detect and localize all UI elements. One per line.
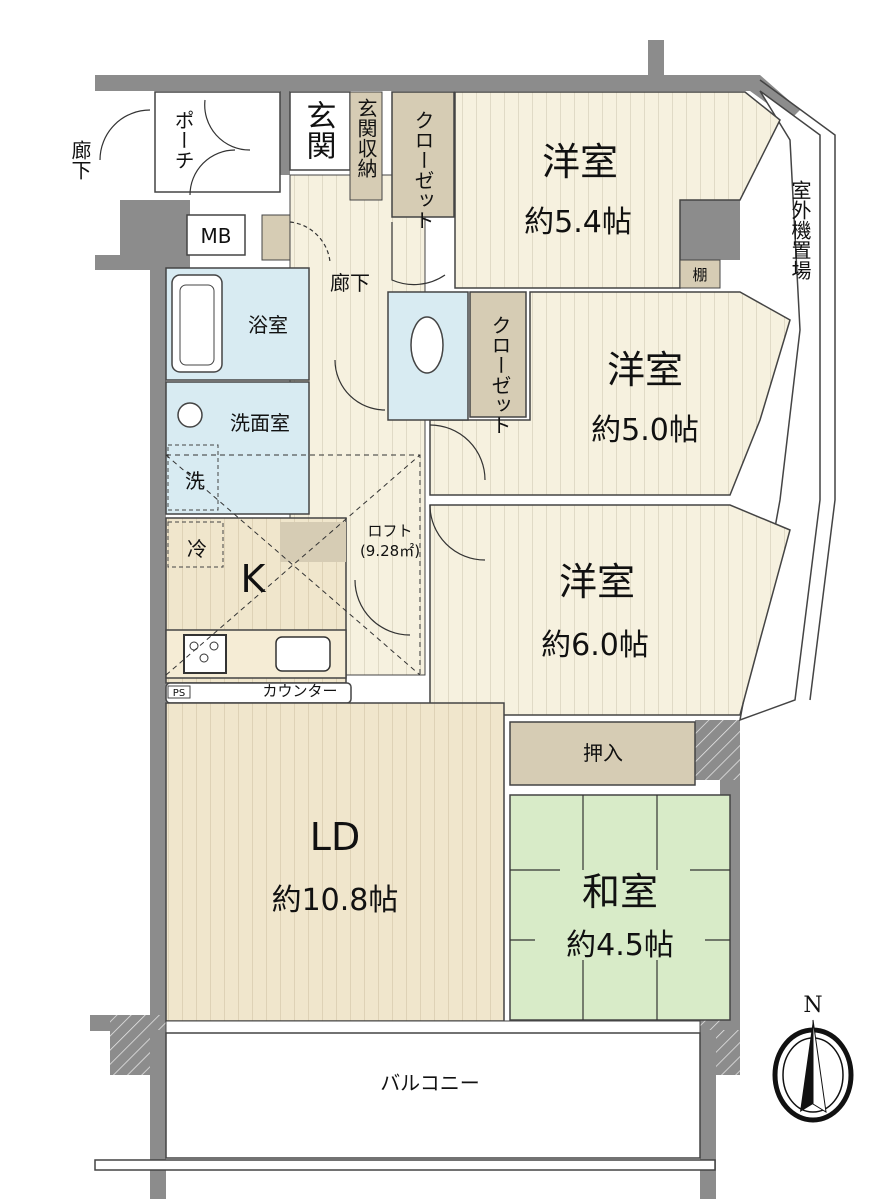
porch [154,91,281,193]
room-area-western-2: 約5.0帖 [591,413,699,448]
outdoor-unit-area [739,79,836,722]
room-name-western-2: 洋室 [607,348,683,392]
svg-text:N: N [803,993,822,1018]
label-ps: PS [173,688,185,699]
label-balcony: バルコニー [380,1071,480,1095]
balcony [165,1032,701,1159]
room-area-western-3: 約6.0帖 [541,628,649,663]
closet-1 [391,91,455,218]
washroom [165,381,310,515]
label-mb: MB [201,224,232,248]
ps-box [167,685,191,699]
label-bathroom: 浴室 [248,313,288,337]
label-kitchen: K [241,557,267,601]
room-western-2 [429,291,791,496]
room-name-western-1: 洋室 [542,140,618,184]
doors [99,99,486,636]
label-entrance-storage: 玄関収納 [354,98,378,178]
room-area-western-1: 約5.4帖 [524,205,632,240]
mb-box [186,214,246,256]
label-closet-1: クローゼット [411,110,435,230]
label-loft-area: (9.28㎡) [360,542,420,560]
label-outdoor-unit: 室外機置場 [788,180,812,280]
label-entrance: 玄関 [301,100,336,160]
label-porch: ポーチ [171,110,195,170]
label-corridor-inside: 廊下 [330,271,370,295]
room-area-japanese: 約4.5帖 [566,928,674,963]
room-western-1 [454,91,781,289]
label-oshiire: 押入 [583,741,623,765]
oshiire [509,721,696,786]
entrance-storage [349,91,383,201]
room-name-western-3: 洋室 [559,560,635,604]
label-washroom: 洗面室 [230,411,290,435]
room-ld [165,702,505,1022]
label-fridge: 冷 [187,537,207,561]
label-corridor-outside: 廊下 [68,140,92,180]
north-compass-icon: N [772,993,854,1123]
label-loft: ロフト [367,522,412,540]
label-washer: 洗 [185,469,205,493]
entrance [289,91,351,171]
label-closet-2: クローゼット [488,315,512,435]
label-counter: カウンター [262,682,337,700]
sink-icon [275,636,331,672]
label-shelf: 棚 [692,266,707,284]
room-western-3 [429,504,791,716]
room-area-ld: 約10.8帖 [272,883,399,918]
room-japanese [509,794,731,1021]
room-name-ld: LD [310,815,360,859]
room-name-japanese: 和室 [582,870,658,914]
